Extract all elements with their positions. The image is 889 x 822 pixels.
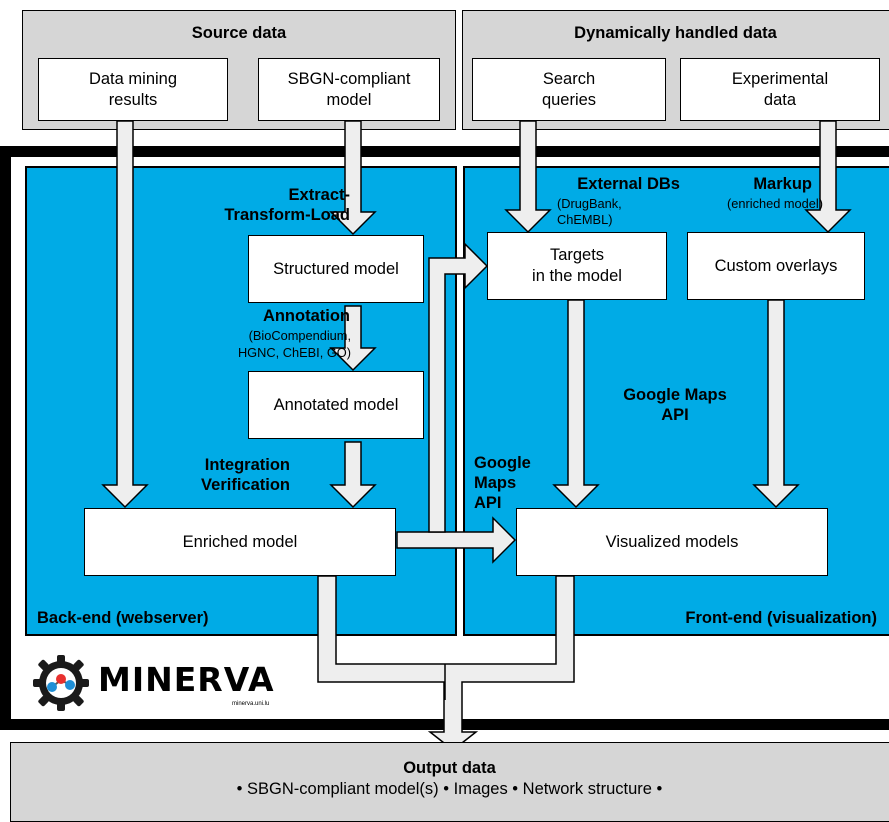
markup-label: Markup xyxy=(753,175,812,193)
minerva-logo-icon xyxy=(33,655,89,711)
minerva-logo-text: MINERVA xyxy=(98,660,275,699)
frontend-label: Front-end (visualization) xyxy=(685,609,877,627)
sbgn-model-label: SBGN-compliant model xyxy=(287,69,411,109)
annotation-sources: (BioCompendium, HGNC, ChEBI, GO) xyxy=(237,328,351,361)
minerva-logo-url: minerva.uni.lu xyxy=(232,701,270,707)
search-queries-label: Search queries xyxy=(541,69,597,109)
structured-model-box: Structured model xyxy=(248,235,424,303)
output-data-items: • SBGN-compliant model(s) • Images • Net… xyxy=(236,780,663,798)
custom-overlays-box: Custom overlays xyxy=(687,232,865,300)
experimental-data-label: Experimental data xyxy=(731,69,829,109)
custom-overlays-label: Custom overlays xyxy=(714,256,838,275)
annotated-model-label: Annotated model xyxy=(273,395,399,414)
annotation-label: Annotation xyxy=(262,307,350,325)
external-dbs-sources: (DrugBank, ChEMBL) xyxy=(557,196,622,227)
gmaps-center-label: Google Maps API xyxy=(623,386,727,424)
data-mining-box: Data mining results xyxy=(38,58,228,121)
markup-sub: (enriched model) xyxy=(726,196,823,211)
source-data-title: Source data xyxy=(191,24,287,42)
enriched-model-label: Enriched model xyxy=(182,532,298,551)
annotated-model-box: Annotated model xyxy=(248,371,424,439)
experimental-data-box: Experimental data xyxy=(680,58,880,121)
output-data-panel xyxy=(10,742,889,822)
targets-box: Targets in the model xyxy=(487,232,667,300)
external-dbs-label: External DBs xyxy=(577,175,680,193)
structured-model-label: Structured model xyxy=(273,259,399,278)
etl-label: Extract- Transform-Load xyxy=(224,186,350,224)
gmaps-left-label: Google Maps API xyxy=(474,454,531,512)
integration-verification-label: Integration Verification xyxy=(201,456,290,494)
targets-label: Targets in the model xyxy=(532,246,622,285)
sbgn-model-box: SBGN-compliant model xyxy=(258,58,440,121)
visualized-models-label: Visualized models xyxy=(605,532,739,551)
search-queries-box: Search queries xyxy=(472,58,666,121)
visualized-models-box: Visualized models xyxy=(516,508,828,576)
output-data-title: Output data xyxy=(403,759,496,777)
dynamic-data-title: Dynamically handled data xyxy=(574,24,777,42)
data-mining-label: Data mining results xyxy=(88,69,178,109)
backend-label: Back-end (webserver) xyxy=(37,609,209,627)
enriched-model-box: Enriched model xyxy=(84,508,396,576)
